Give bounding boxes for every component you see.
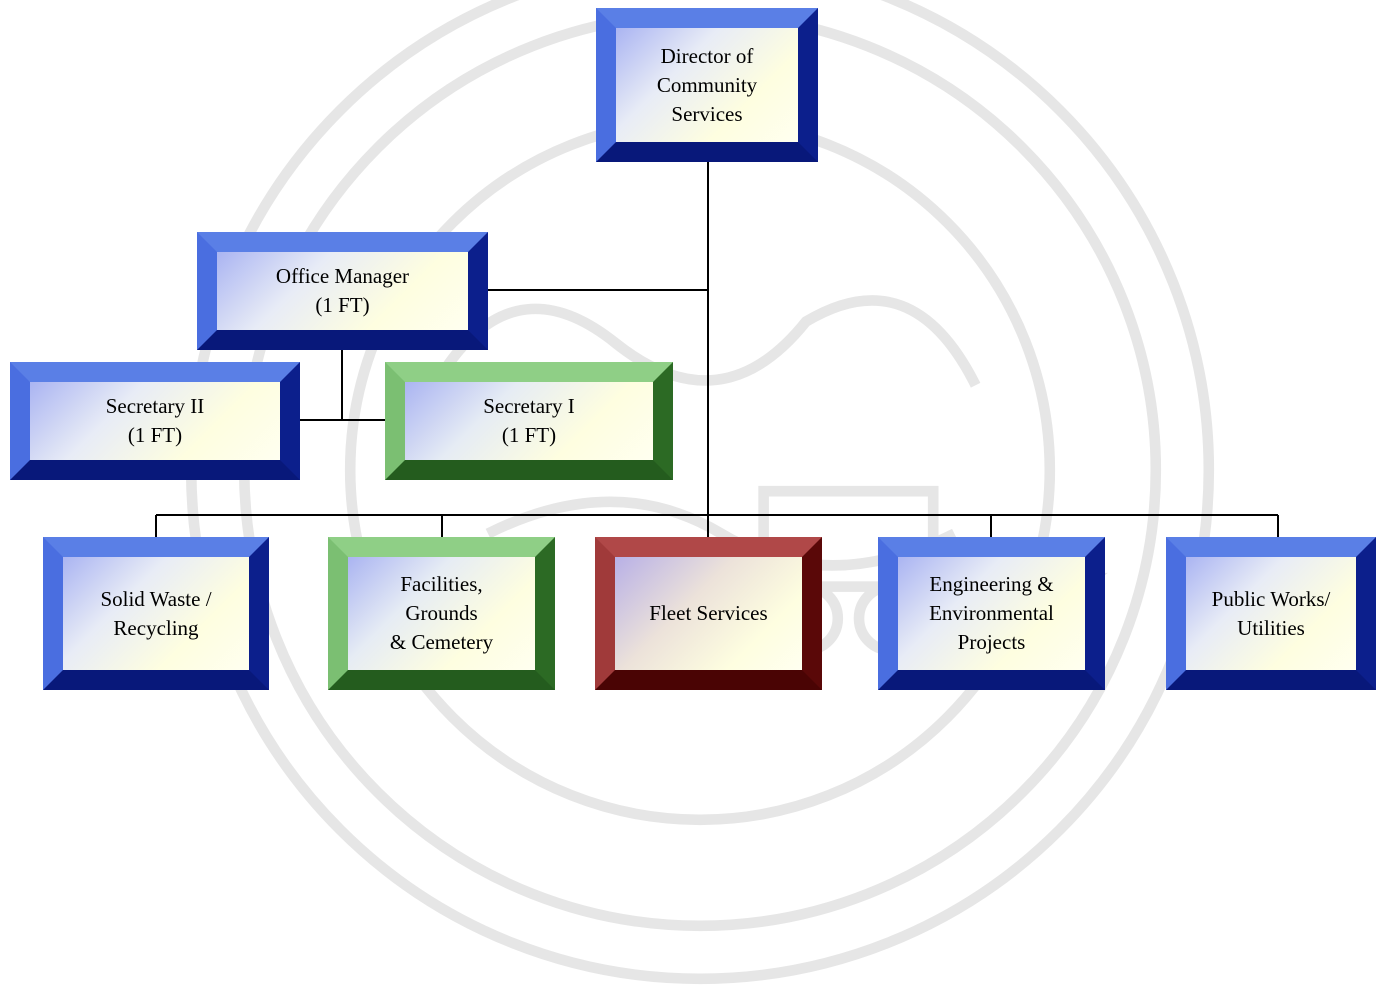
office-manager-label: Office Manager (1 FT) bbox=[217, 252, 468, 330]
solid-waste-label: Solid Waste / Recycling bbox=[63, 557, 249, 670]
secretary-i-box: Secretary I (1 FT) bbox=[385, 362, 673, 480]
secretary-ii-box: Secretary II (1 FT) bbox=[10, 362, 300, 480]
secretary-ii-label: Secretary II (1 FT) bbox=[30, 382, 280, 460]
fleet-services-label: Fleet Services bbox=[615, 557, 802, 670]
engineering-box: Engineering & Environmental Projects bbox=[878, 537, 1105, 690]
fleet-services-box: Fleet Services bbox=[595, 537, 822, 690]
engineering-label: Engineering & Environmental Projects bbox=[898, 557, 1085, 670]
facilities-box: Facilities, Grounds & Cemetery bbox=[328, 537, 555, 690]
public-works-label: Public Works/ Utilities bbox=[1186, 557, 1356, 670]
office-manager-box: Office Manager (1 FT) bbox=[197, 232, 488, 350]
connector-lines bbox=[155, 160, 1279, 537]
director-label: Director of Community Services bbox=[616, 28, 798, 142]
solid-waste-box: Solid Waste / Recycling bbox=[43, 537, 269, 690]
facilities-label: Facilities, Grounds & Cemetery bbox=[348, 557, 535, 670]
secretary-i-label: Secretary I (1 FT) bbox=[405, 382, 653, 460]
director-box: Director of Community Services bbox=[596, 8, 818, 162]
public-works-box: Public Works/ Utilities bbox=[1166, 537, 1376, 690]
